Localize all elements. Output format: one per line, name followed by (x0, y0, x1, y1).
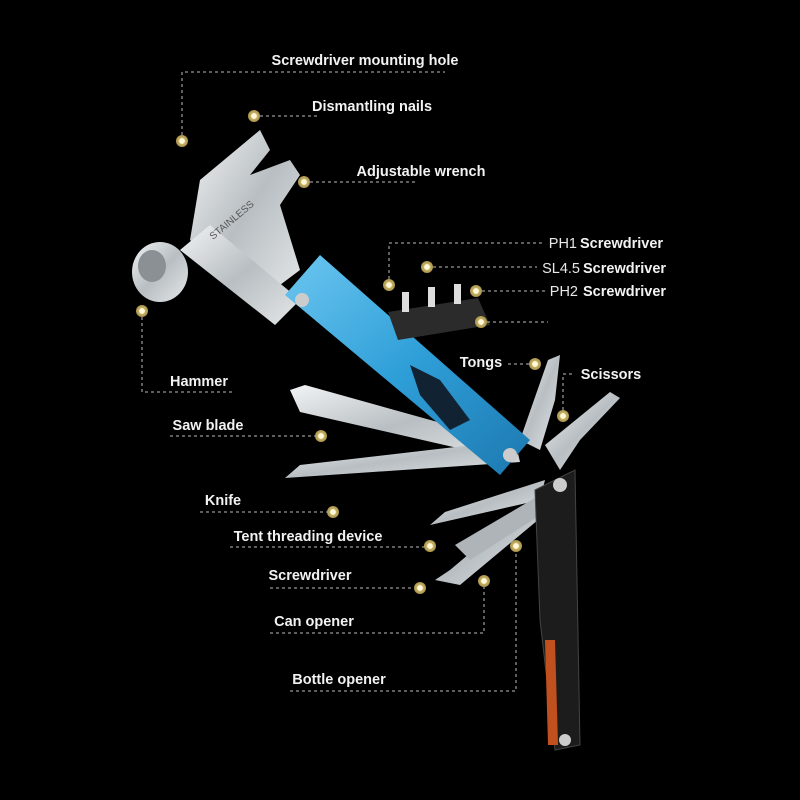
ph2-bit (454, 284, 461, 304)
handle-cutout (410, 365, 470, 430)
pivot-screw (503, 448, 517, 462)
label-sl45-code: SL4.5 (542, 261, 580, 277)
label-can-opener: Can opener (274, 614, 354, 630)
marker-sl45 (421, 261, 433, 273)
end-screw (559, 734, 571, 746)
label-wrench: Adjustable wrench (357, 164, 486, 180)
marker-ph1 (383, 279, 395, 291)
marker-ph2 (470, 285, 482, 297)
label-ph1-code: PH1 (549, 236, 577, 252)
can-opener-blade (455, 495, 545, 560)
marker-tent (424, 540, 436, 552)
tool-illustration: STAINLESS (132, 130, 620, 751)
label-sl45-name: Screwdriver (583, 261, 666, 277)
marker-bit-holder (475, 316, 487, 328)
leader-lines (141, 71, 572, 692)
marker-mounting-hole (176, 135, 188, 147)
tent-threading-blade (430, 480, 545, 525)
bit-holder (388, 298, 490, 340)
pliers-jaw-left (520, 355, 560, 450)
ph1-bit (402, 292, 409, 312)
label-tongs: Tongs (460, 355, 502, 371)
marker-tongs (529, 358, 541, 370)
marker-scissors (557, 410, 569, 422)
marker-saw (315, 430, 327, 442)
marker-knife (327, 506, 339, 518)
label-saw: Saw blade (173, 418, 244, 434)
label-screwdriver: Screwdriver (268, 568, 351, 584)
markers (136, 110, 569, 594)
marker-wrench (298, 176, 310, 188)
label-knife: Knife (205, 493, 241, 509)
sl45-bit (428, 287, 435, 307)
label-ph2-code: PH2 (550, 284, 578, 300)
label-ph1-name: Screwdriver (580, 236, 663, 252)
marker-screwdriver (414, 582, 426, 594)
black-handle-accent (545, 640, 558, 745)
label-dismantling-nails: Dismantling nails (312, 99, 432, 115)
knife-blade (285, 440, 520, 478)
label-tent: Tent threading device (234, 529, 383, 545)
marker-dismantling-nails (248, 110, 260, 122)
labels: Screwdriver mounting hole Dismantling na… (170, 53, 666, 688)
hammer-face (138, 250, 166, 282)
black-handle (534, 469, 581, 751)
marker-can-opener (478, 575, 490, 587)
pivot-screw (553, 478, 567, 492)
marker-bottle-opener (510, 540, 522, 552)
label-mounting-hole: Screwdriver mounting hole (272, 53, 459, 69)
label-hammer: Hammer (170, 374, 228, 390)
hammer-neck (180, 225, 300, 325)
label-bottle-opener: Bottle opener (292, 672, 386, 688)
pliers-jaw-right (545, 392, 620, 470)
marker-hammer (136, 305, 148, 317)
pivot-screw (295, 293, 309, 307)
label-ph2-name: Screwdriver (583, 284, 666, 300)
label-scissors: Scissors (581, 367, 641, 383)
